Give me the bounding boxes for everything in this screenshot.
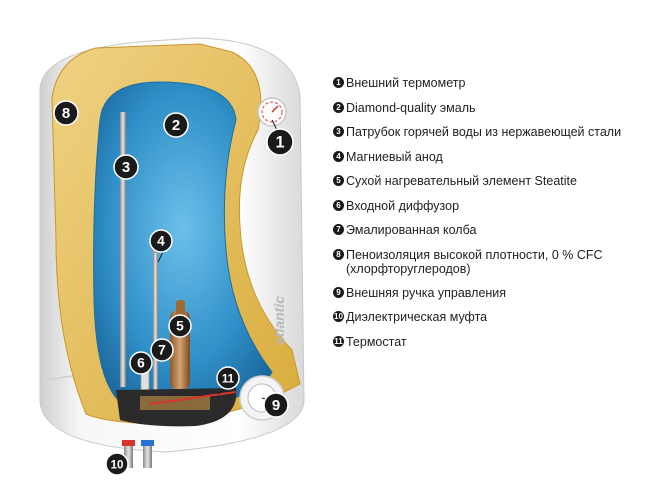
marker-7: 7: [150, 338, 174, 362]
legend-number-badge: 6: [333, 199, 344, 211]
marker-number: 2: [172, 117, 180, 134]
marker-8: 8: [53, 100, 79, 126]
legend-number-badge: 10: [333, 311, 344, 322]
marker-number: 7: [158, 343, 166, 358]
legend-label: Термостат: [346, 334, 407, 349]
legend-label: Сухой нагревательный элемент Steatite: [346, 174, 577, 188]
marker-circle: [149, 229, 173, 253]
legend-number-badge: 5: [333, 175, 344, 186]
marker-circle: [150, 338, 174, 362]
marker-1: 1: [266, 128, 294, 156]
marker-circle: [168, 314, 192, 338]
marker-circle: [113, 154, 139, 180]
marker-number: 5: [176, 319, 184, 334]
marker-number: 1: [275, 133, 284, 151]
inner-tank: [93, 81, 273, 408]
marker-number: 11: [222, 374, 235, 386]
marker-6: 6: [129, 351, 153, 375]
legend-label: Diamond-quality эмаль: [346, 100, 476, 115]
marker-number: 8: [62, 105, 70, 122]
water-pipes: [122, 440, 154, 468]
marker-circle: [263, 392, 289, 418]
marker-number: 6: [137, 356, 145, 371]
legend-label: Эмалированная колба: [346, 223, 477, 237]
legend-label: Внешний термометр: [346, 76, 466, 90]
marker-10: 10: [105, 452, 129, 476]
legend-label: Входной диффузор: [346, 198, 460, 213]
marker-number: 10: [111, 460, 124, 472]
marker-2: 2: [163, 112, 189, 138]
legend-number-badge: 9: [333, 286, 344, 298]
marker-circle: [216, 366, 240, 390]
legend-label: Магниевый анод: [346, 149, 443, 164]
legend-label: Внешняя ручка управления: [346, 285, 507, 300]
marker-circle: [129, 351, 153, 375]
thermostat-base: [116, 388, 237, 427]
marker-circle: [105, 452, 129, 476]
marker-4: 4: [149, 229, 173, 253]
marker-11: 11: [216, 366, 240, 390]
legend-number-badge: 4: [333, 150, 344, 162]
brand-label: atlantic: [271, 296, 287, 345]
legend-number-badge: 1: [333, 77, 344, 88]
marker-circle: [53, 100, 79, 126]
legend-number-badge: 11: [333, 335, 344, 347]
marker-circle: [163, 112, 189, 138]
marker-5: 5: [168, 314, 192, 338]
legend-number-badge: 3: [333, 126, 344, 137]
legend-label: Диэлектрическая муфта: [346, 310, 488, 324]
marker-number: 4: [157, 234, 165, 249]
legend-number-badge: 2: [333, 101, 344, 113]
marker-circle: [266, 128, 294, 156]
marker-3: 3: [113, 154, 139, 180]
legend-number-badge: 8: [333, 248, 344, 260]
heating-element: [170, 300, 190, 390]
external-thermometer: [257, 97, 287, 127]
legend-label: Пеноизоляция высокой плотности, 0 % CFC …: [346, 247, 603, 276]
marker-9: 9: [263, 392, 289, 418]
marker-number: 3: [122, 159, 130, 176]
marker-number: 9: [272, 397, 280, 414]
legend-number-badge: 7: [333, 224, 344, 235]
marker-group: 1 2 3 4 5 67 8 9 10 11: [53, 100, 294, 476]
legend-label: Патрубок горячей воды из нержавеющей ста…: [346, 125, 622, 139]
hot-water-pipe: [120, 112, 126, 387]
